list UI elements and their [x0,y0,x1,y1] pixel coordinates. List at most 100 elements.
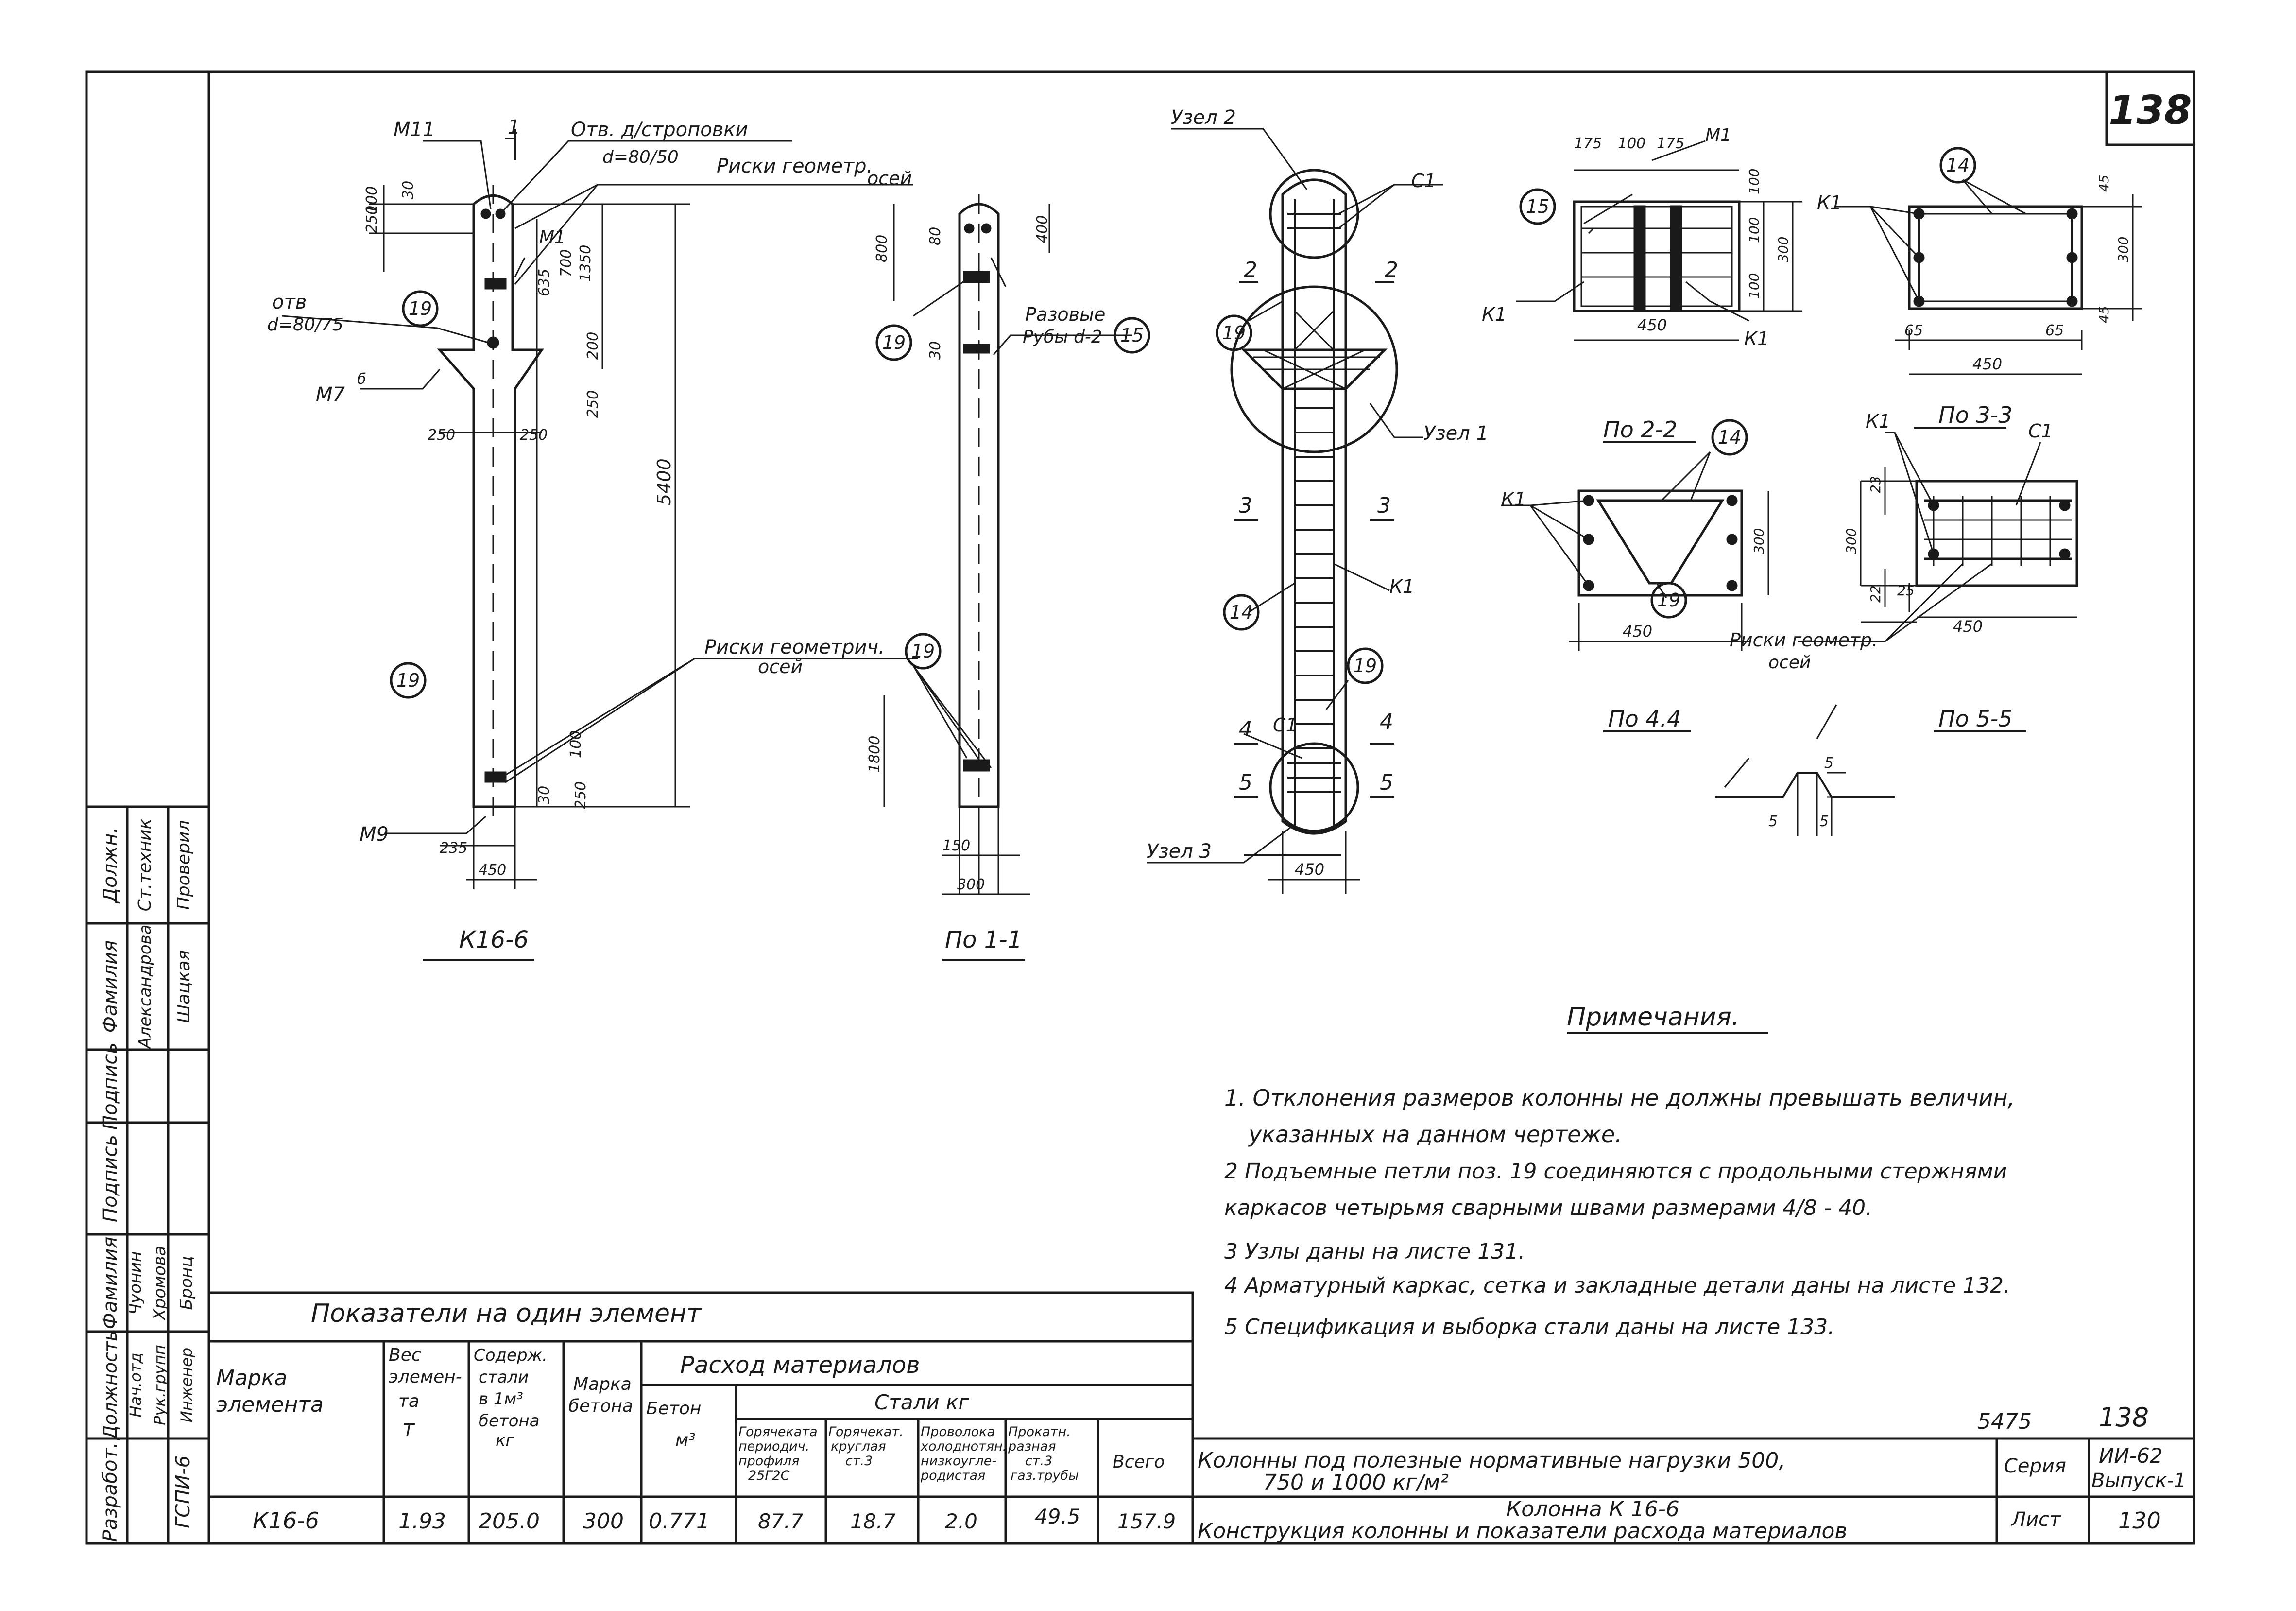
td-grade: 300 [583,1509,624,1534]
tb-sheet-label: Лист [2010,1508,2061,1531]
sk1-pos14: 14 [1946,155,1970,176]
s33-dim-450: 450 [1953,617,1983,636]
st-pos15: 15 [1526,196,1549,217]
note-2: 2 Подъемные петли поз. 19 соединяются с … [1224,1159,2007,1184]
k16-dim-200: 200 [584,332,601,360]
rebar-s5-right: 5 [1380,770,1393,795]
k16-m1: М1 [539,227,565,247]
st-dim-100a: 100 [1746,169,1762,194]
th-sc4-3: газ.трубы [1011,1468,1079,1483]
s11-dim-30: 30 [927,341,944,360]
sk1-dim-45: 45 [2096,174,2112,192]
td-s3: 2.0 [945,1509,977,1533]
k16-dim-250r: 250 [520,427,548,444]
strip-post-head: Нач.отд [126,1352,145,1417]
page-repeat: 138 [2099,1402,2149,1433]
view-section-2-2 [1501,419,1769,651]
note-2b: каркасов четырьмя сварными швами размера… [1224,1195,1872,1220]
view-section-k1 [1836,147,2142,375]
k16-geom-axes: Риски геометр. [717,155,873,177]
k16-section-1: 1 [508,116,520,139]
tb-line1: Колонны под полезные нормативные нагрузк… [1198,1448,1785,1473]
th-sc2-2: ст.3 [845,1454,873,1469]
th-grade-1: бетона [568,1396,633,1416]
strip-hdr-name-1: Фамилия [99,940,121,1033]
st-dim-450: 450 [1637,316,1667,334]
th-concrete-0: Бетон [646,1399,701,1419]
th-mark-1: Марка [216,1366,287,1390]
th-sc4-1: разная [1008,1439,1056,1454]
td-concrete: 0.771 [649,1509,710,1534]
strip-name-2: Шацкая [174,950,194,1023]
k16-m9: М9 [360,823,389,846]
k16-dim-450: 450 [479,862,506,879]
strip-hdr-sign-1: Подпись [99,1042,121,1130]
k16-geom-axes-b2: осей [758,656,803,677]
k16-dim-30b: 30 [536,786,553,804]
strip-hdr-sign-2: Подпись [99,1135,121,1222]
st-m1: М1 [1705,125,1731,145]
th-weight-1: элемен- [389,1367,462,1387]
note-1b: указанных на данном чертеже. [1248,1121,1622,1147]
s33-c1: С1 [2028,420,2053,442]
tb-issue: Выпуск-1 [2091,1470,2186,1492]
rebar-k1: К1 [1389,576,1414,597]
tb-series-label: Серия [2004,1455,2066,1477]
th-steel: Стали кг [874,1390,969,1414]
notes-title: Примечания. [1567,1003,1739,1032]
th-sc1-1: периодич. [738,1439,809,1454]
strip-org: ГСПИ-6 [172,1455,194,1528]
note-3: 3 Узлы даны на листе 131. [1224,1239,1525,1264]
rebar-node1: Узел 1 [1423,422,1489,445]
st-k1b: К1 [1744,328,1769,349]
th-weight-0: Вес [389,1345,421,1365]
tb-line2: 750 и 1000 кг/м² [1263,1470,1449,1495]
materials-table-grid [207,1291,1194,1545]
strip-post-group: Рук.групп [151,1345,169,1425]
s33-dim-22: 22 [1868,585,1884,603]
st-dim-300: 300 [1775,237,1791,262]
td-steel-content: 205.0 [479,1509,540,1534]
th-sc1-0: Горячеката [738,1424,818,1439]
s11-dim-300: 300 [957,876,985,893]
st-dim-100: 100 [1618,135,1645,152]
th-materials: Расход материалов [680,1351,920,1379]
s33-dim-25: 25 [1897,583,1915,599]
k16-hole-sling: Отв. д/строповки [571,119,748,141]
th-sc1-3: 25Г2С [748,1468,790,1483]
s11-dim-80: 80 [927,227,944,245]
rebar-s5-left: 5 [1239,770,1252,795]
sk1-k1: К1 [1817,192,1842,213]
s11-dim-800: 800 [874,235,891,262]
k16-pos19-a: 19 [409,298,432,319]
page-number: 138 [2108,87,2192,134]
rebar-s4-left: 4 [1239,717,1252,742]
rebar-node2: Узел 2 [1171,106,1236,129]
table-title: Показатели на один элемент [311,1299,702,1328]
s44-caption: По 4.4 [1608,706,1681,732]
s11-dim-150: 150 [942,837,970,854]
th-total: Всего [1113,1452,1165,1472]
th-mark-2: элемента [216,1392,324,1417]
s22-caption: По 2-2 [1603,416,1678,443]
strip-name-1: Александрова [136,925,155,1050]
th-grade-0: Марка [573,1374,632,1394]
k16-dim-250c: 250 [572,781,589,809]
k16-dim-100b: 100 [567,730,584,758]
s22-dim-300: 300 [1751,528,1767,554]
k16-dim-235: 235 [440,840,467,857]
th-concrete-1: м³ [675,1430,696,1450]
th-sc3-0: Проволока [921,1424,995,1439]
text-layer: 138 Должн. Фамилия Подпись Ст.техник Про… [99,87,2192,1543]
k16-dim-100: 100 [363,186,380,214]
td-weight: 1.93 [398,1509,446,1534]
k16-geom-axes-2: осей [867,168,912,189]
s11-weld-2: Рубы d-2 [1023,327,1102,347]
strip-post-checked: Проверил [174,820,194,910]
view-section-4-4-5-5 [1603,704,2026,836]
sk1-dim-300: 300 [2115,237,2131,262]
k16-dim-30: 30 [400,181,417,199]
k16-pos19-b: 19 [396,670,420,691]
